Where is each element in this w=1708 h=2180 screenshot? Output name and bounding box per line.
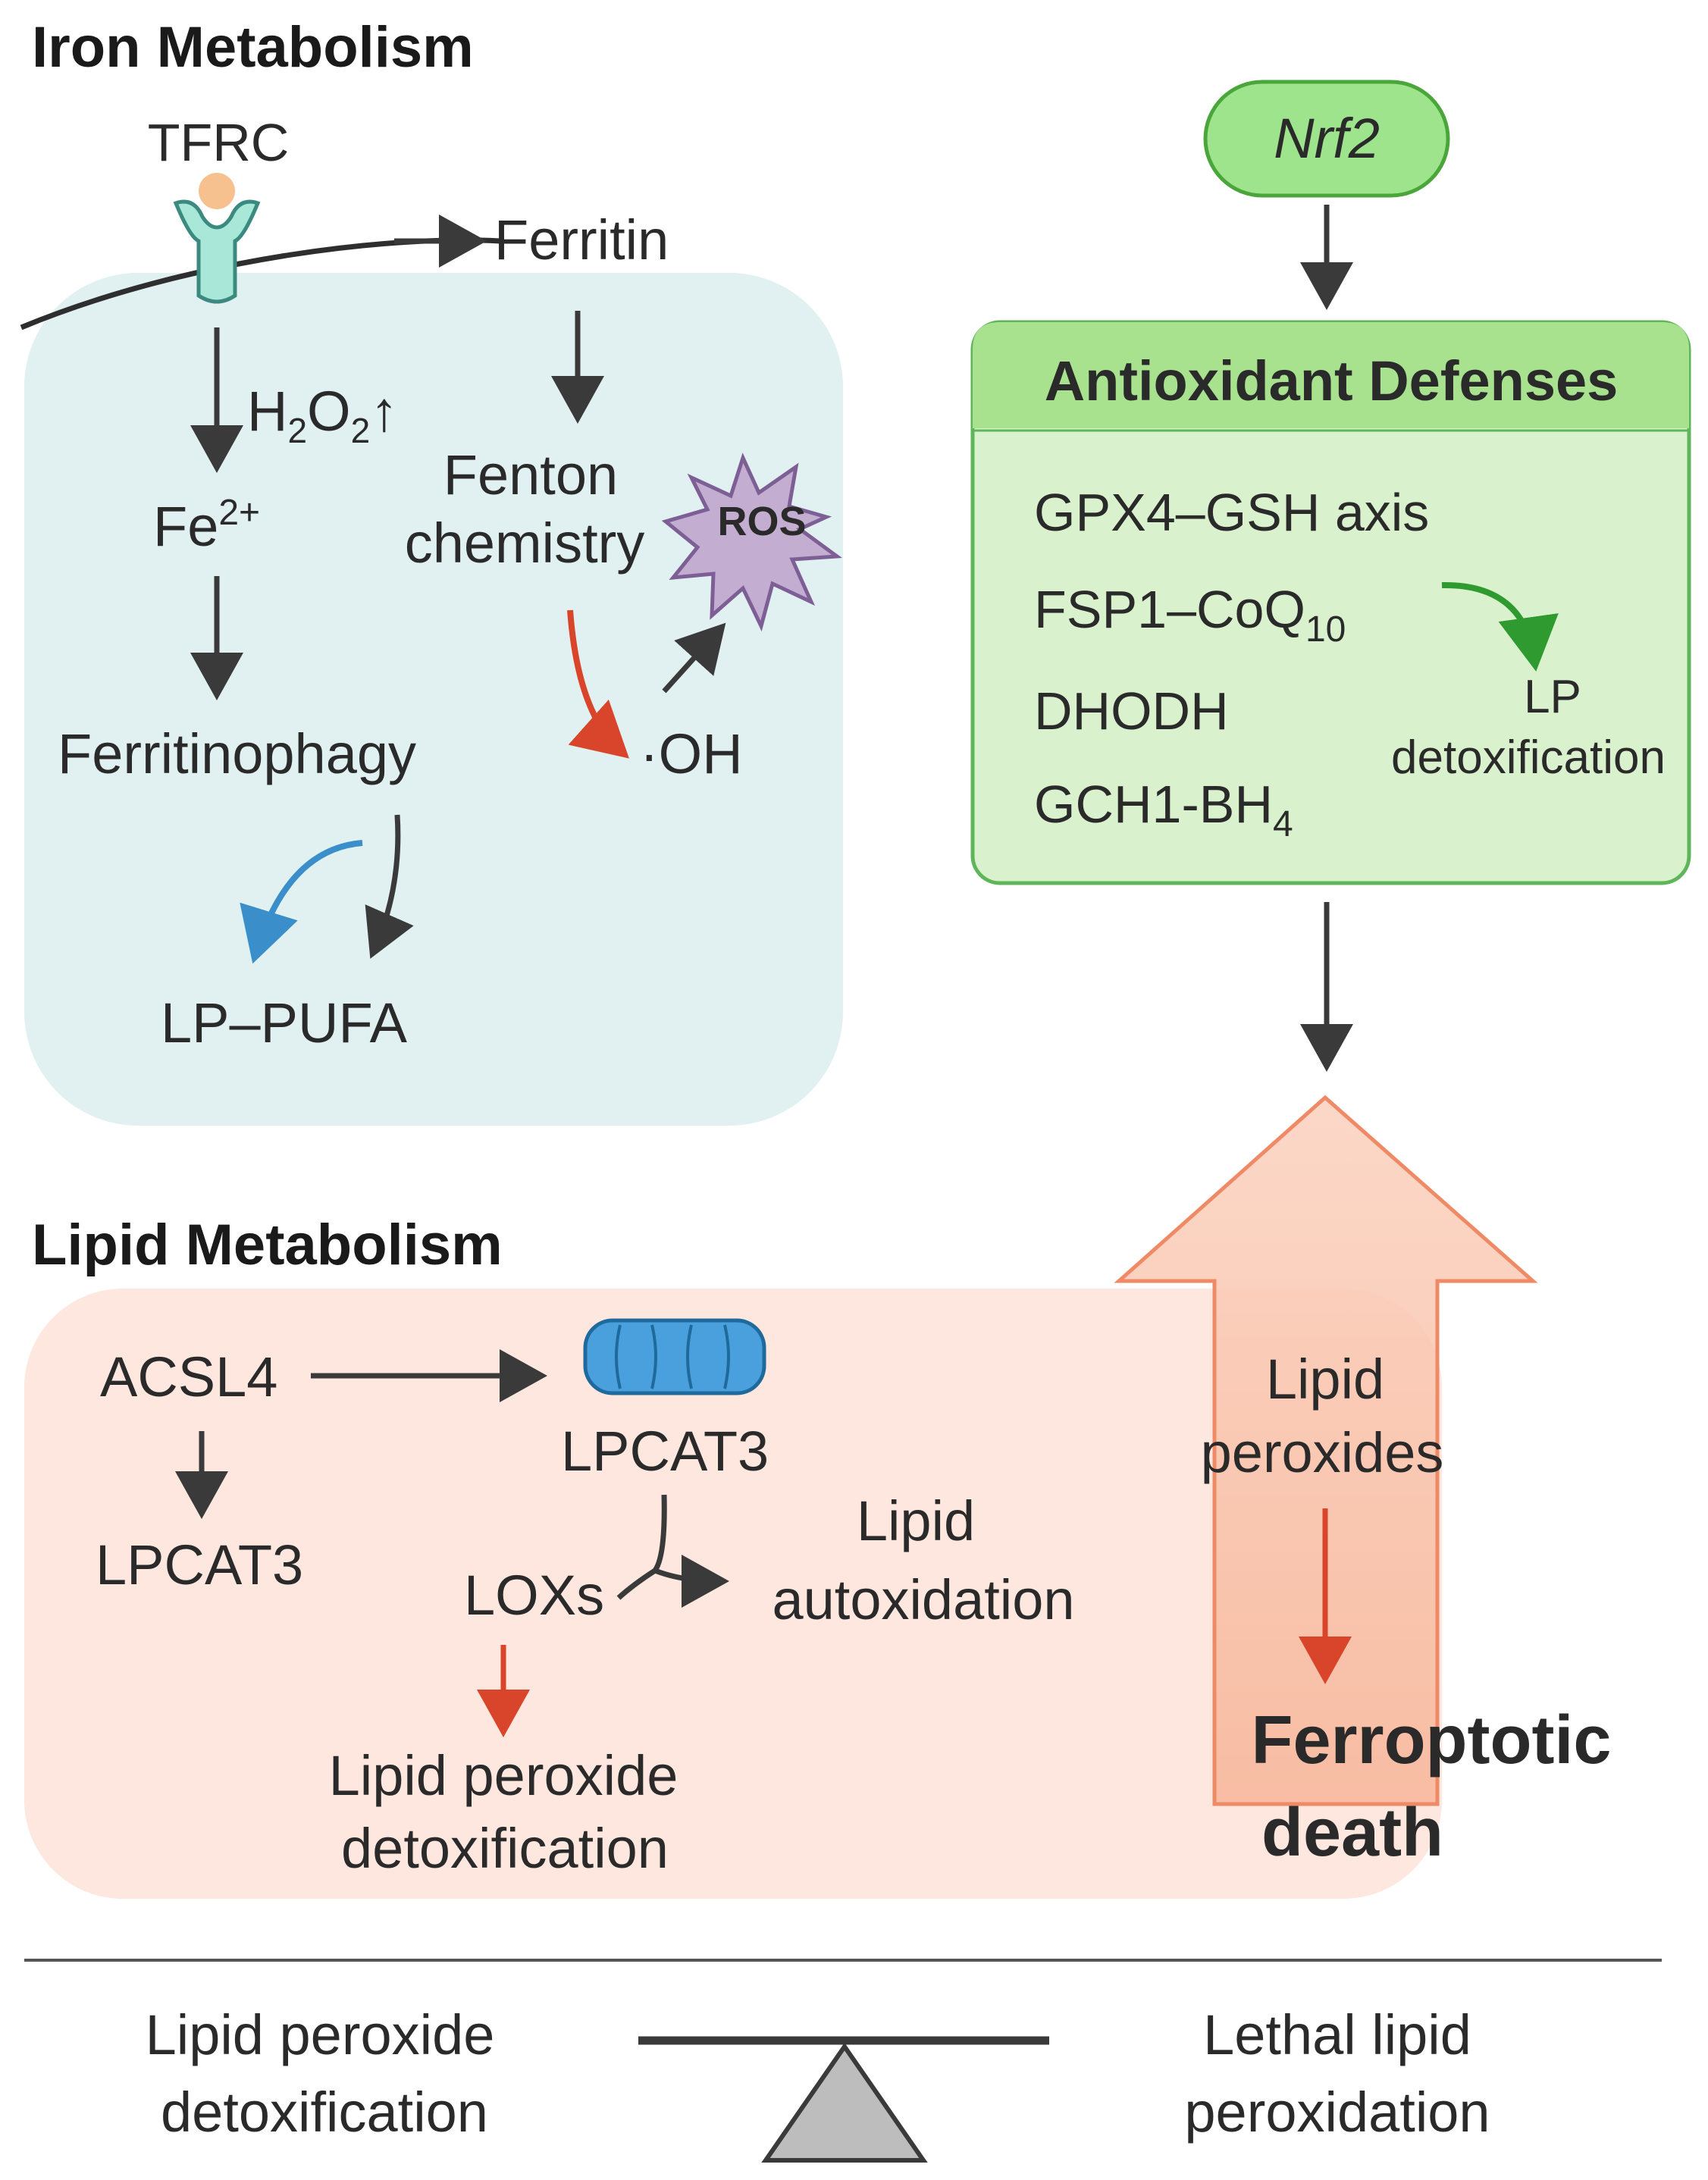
- autoxidation-label-line2: autoxidation: [772, 1568, 1074, 1631]
- lp-detox-label-line1: LP: [1524, 671, 1581, 723]
- ferroptotic-death-line2: death: [1261, 1795, 1443, 1871]
- hydroxyl-radical-label: ·OH: [640, 722, 743, 785]
- balance-left-label-line1: Lipid peroxide: [146, 2003, 495, 2066]
- oh-to-ros-arrow: [662, 622, 726, 694]
- lipid-peroxides-label-line1: Lipid: [1266, 1348, 1384, 1411]
- h2o2-label: H2O2↑: [247, 380, 398, 450]
- fenton-label-line2: chemistry: [405, 512, 645, 575]
- lipid-peroxides-label-line2: peroxides: [1201, 1421, 1444, 1484]
- gch1-bh4-label: GCH1-BH4: [1034, 775, 1293, 844]
- lipid-detox-label-line2: detoxification: [341, 1817, 669, 1880]
- balance-left-label-line2: detoxification: [161, 2081, 488, 2144]
- dhodh-label: DHODH: [1034, 681, 1229, 741]
- antioxidant-defenses-header: [973, 322, 1689, 428]
- lp-pufa-label: LP–PUFA: [161, 991, 408, 1054]
- lpcat3-membrane-icon: [583, 1318, 766, 1395]
- ferritinophagy-blue-arrow: [240, 840, 363, 964]
- ferroptosis-big-arrow: [1114, 1095, 1538, 1806]
- lpcat3-left-label: LPCAT3: [96, 1533, 303, 1596]
- iron-metabolism-heading: Iron Metabolism: [32, 15, 474, 80]
- ferroptotic-death-line1: Ferroptotic: [1251, 1702, 1611, 1778]
- ferritinophagy-label: Ferritinophagy: [58, 722, 416, 785]
- ferritinophagy-dark-arrow: [365, 814, 414, 959]
- fork-to-autoxidation-arrow: [653, 1554, 729, 1608]
- lipid-detox-label-line1: Lipid peroxide: [329, 1744, 678, 1807]
- lipid-panel: [24, 1289, 1442, 1899]
- acsl4-label: ACSL4: [100, 1345, 277, 1408]
- lpcat3-right-label: LPCAT3: [561, 1420, 769, 1483]
- ferritin-label: Ferritin: [494, 208, 669, 271]
- lpcat3-fork-line: [653, 1494, 667, 1573]
- fsp1-coq10-label: FSP1–CoQ10: [1034, 580, 1346, 650]
- lp-detox-label-line2: detoxification: [1391, 731, 1666, 784]
- loxs-label: LOXs: [464, 1564, 604, 1627]
- fe2-label: Fe2+: [153, 493, 260, 558]
- ros-star-icon: [661, 453, 842, 632]
- defenses-green-arrow: [1441, 581, 1559, 672]
- tfrc-receptor-icon: [173, 173, 261, 304]
- tfrc-label: TFRC: [148, 113, 290, 172]
- fenton-to-oh-arrow: [567, 609, 629, 759]
- antioxidant-defenses-title: Antioxidant Defenses: [1045, 349, 1619, 412]
- nrf2-node[interactable]: [1203, 80, 1450, 198]
- fenton-label-line1: Fenton: [443, 443, 618, 506]
- balance-right-label-line2: peroxidation: [1184, 2081, 1490, 2144]
- iron-panel: [24, 273, 843, 1126]
- gpx4-gsh-label: GPX4–GSH axis: [1034, 483, 1429, 542]
- autoxidation-label-line1: Lipid: [857, 1489, 975, 1552]
- balance-fulcrum-icon: [761, 2042, 928, 2163]
- nrf2-label: Nrf2: [1274, 107, 1380, 170]
- lipid-metabolism-heading: Lipid Metabolism: [32, 1213, 503, 1277]
- balance-right-label-line1: Lethal lipid: [1203, 2003, 1471, 2066]
- ros-label: ROS: [717, 499, 806, 544]
- fork-to-loxs-line: [616, 1568, 657, 1600]
